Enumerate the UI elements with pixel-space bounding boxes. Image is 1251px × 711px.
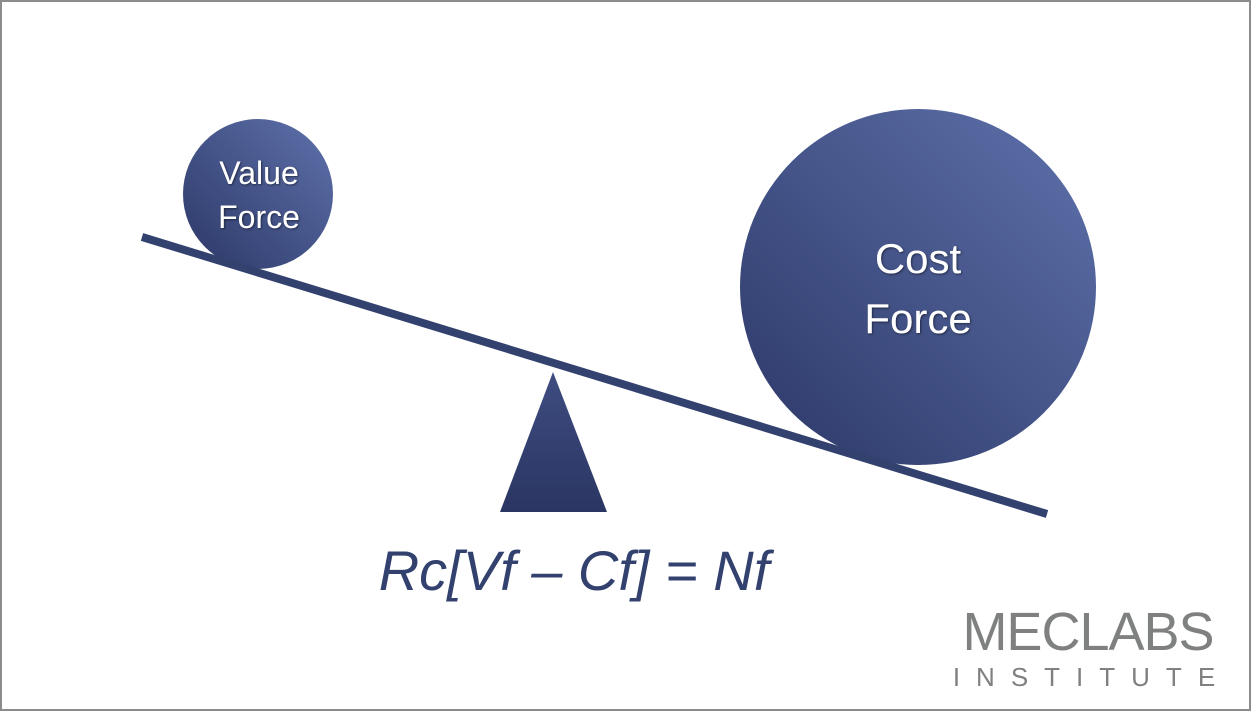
cost-force-circle (740, 109, 1096, 465)
logo-name: MECLABS (962, 602, 1213, 662)
cost-force-label-line2: Force (864, 295, 971, 342)
value-force-label-line1: Value (219, 155, 298, 191)
value-force-circle (183, 119, 333, 269)
fulcrum-triangle (500, 372, 607, 512)
value-force-label-line2: Force (218, 199, 300, 235)
logo-subtitle: INSTITUTE (953, 662, 1231, 692)
formula: Rc[Vf – Cf] = Nf (379, 539, 775, 602)
cost-force-label-line1: Cost (875, 235, 962, 282)
seesaw-beam (140, 233, 1049, 518)
meclabs-logo: MECLABS INSTITUTE (953, 602, 1231, 692)
